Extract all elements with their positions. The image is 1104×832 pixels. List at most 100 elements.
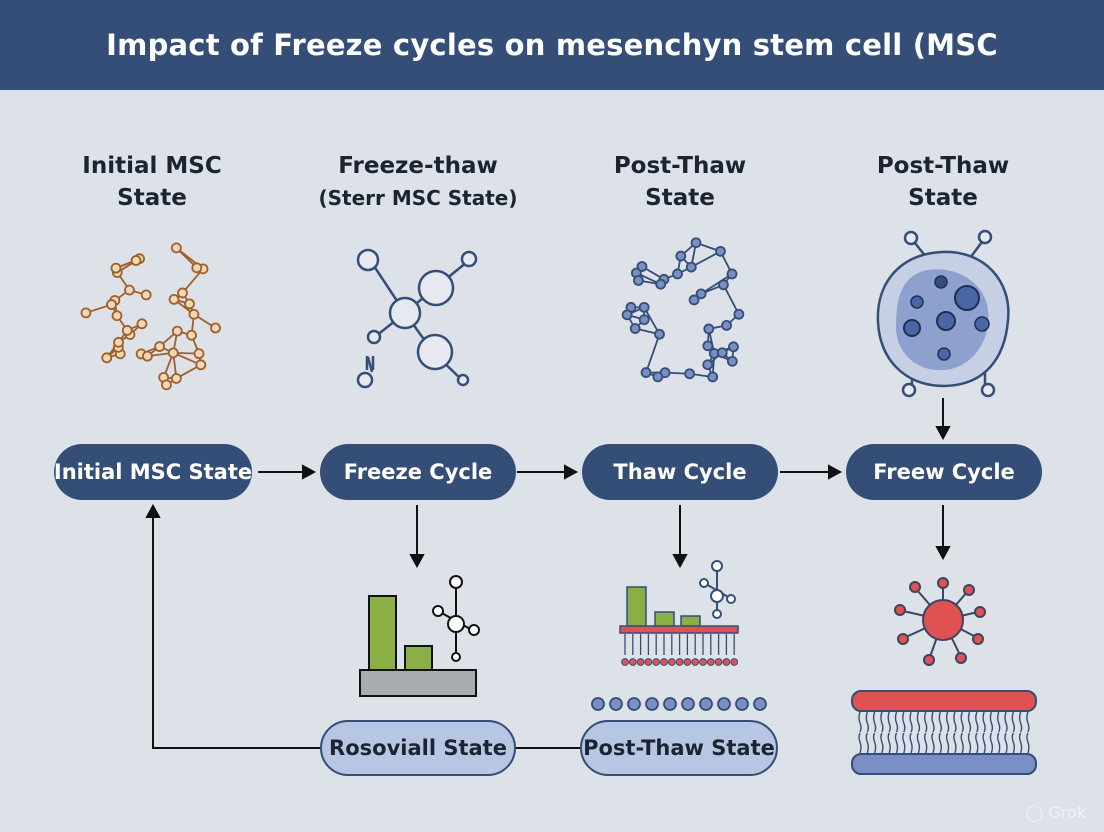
network-node (191, 262, 203, 274)
column-title-line: Initial MSC (82, 153, 222, 179)
column-title-line: State (645, 185, 715, 211)
column-subtitle: (Sterr MSC State) (318, 186, 518, 210)
network-node (170, 373, 182, 384)
column-title-line: State (117, 185, 187, 211)
damaged-cell-icon (894, 577, 986, 666)
network-node (136, 318, 148, 330)
network-node (121, 325, 133, 336)
freeze-thaw-molecule-icon (356, 248, 478, 389)
column-title-line: Post-Thaw (613, 153, 747, 179)
rosoviall-state-node[interactable]: Rosoviall State (320, 720, 516, 776)
network-node (638, 301, 650, 313)
network-node (140, 289, 152, 301)
column-title-line: Freeze-thaw (338, 153, 498, 179)
freew-cycle-node[interactable]: Freew Cycle (846, 444, 1042, 500)
network-node (130, 255, 142, 266)
cell-dot (753, 697, 767, 711)
cell-dot (591, 697, 605, 711)
network-node (142, 350, 153, 362)
network-node (733, 308, 745, 320)
network-node (110, 262, 122, 274)
network-node (111, 310, 123, 322)
network-node (161, 379, 172, 391)
cell-dot (663, 697, 677, 711)
column-title-initial: Initial MSC State (37, 150, 267, 214)
network-node (154, 341, 165, 352)
cell-dot (735, 697, 749, 711)
network-node (675, 250, 687, 262)
arrow-right-icon (564, 464, 579, 480)
network-node (707, 371, 719, 383)
network-node (672, 268, 683, 280)
network-node (186, 329, 197, 341)
arrow-down-icon (409, 554, 425, 569)
initial-msc-network-icon (80, 242, 221, 391)
network-node (113, 336, 124, 348)
network-node (124, 284, 135, 296)
arrow-right-icon (302, 464, 317, 480)
network-node (640, 367, 652, 378)
arrow-down-icon (672, 554, 688, 569)
network-node (171, 325, 183, 337)
column-title-line: Post-Thaw (876, 153, 1010, 179)
viability-bar-icon (359, 575, 480, 697)
network-node (629, 323, 641, 334)
network-node (633, 275, 644, 286)
network-node (728, 341, 739, 353)
watermark-text: Grok (1048, 803, 1086, 822)
network-node (684, 368, 696, 380)
arrow-down-icon (935, 546, 951, 561)
network-node (716, 347, 728, 359)
column-title-post-thaw: Post-Thaw State (565, 150, 795, 214)
network-node (106, 299, 117, 310)
network-node (715, 245, 726, 257)
membrane-bilayer-icon (851, 690, 1037, 775)
cell-dot (627, 697, 641, 711)
cell-dot (609, 697, 623, 711)
network-node (195, 359, 207, 371)
network-node (80, 307, 92, 319)
network-node (184, 298, 195, 310)
network-node (638, 314, 650, 326)
network-node (193, 348, 205, 360)
network-node (168, 293, 180, 305)
msc-cell-icon (876, 229, 1010, 398)
network-node (177, 287, 188, 299)
network-node (718, 279, 729, 291)
initial-msc-state-node[interactable]: Initial MSC State (54, 444, 252, 500)
network-node (726, 268, 738, 280)
network-node (210, 322, 221, 334)
network-node (652, 371, 664, 383)
flow-connectors (145, 398, 951, 749)
network-node (702, 340, 714, 352)
thaw-cycle-node[interactable]: Thaw Cycle (582, 444, 778, 500)
network-node (702, 359, 714, 371)
network-node (188, 308, 200, 320)
cell-dot (645, 697, 659, 711)
network-node (636, 261, 648, 272)
network-node (170, 242, 182, 254)
column-title-freeze-thaw: Freeze-thaw (Sterr MSC State) (303, 150, 533, 214)
network-node (101, 352, 113, 364)
arrow-down-icon (935, 426, 951, 441)
network-node (688, 294, 700, 306)
post-thaw-state-node[interactable]: Post-Thaw State (580, 720, 778, 776)
network-node (621, 309, 633, 321)
page-title: Impact of Freeze cycles on mesenchyn ste… (106, 28, 998, 62)
freeze-cycle-node[interactable]: Freeze Cycle (320, 444, 516, 500)
network-node (721, 319, 732, 331)
thaw-membrane-icon (619, 560, 739, 666)
network-node (654, 328, 665, 340)
network-node (685, 261, 697, 273)
cell-dot (681, 697, 695, 711)
header-banner: Impact of Freeze cycles on mesenchyn ste… (0, 0, 1104, 90)
cell-dots-row-icon (591, 697, 767, 711)
watermark-logo: ◯ Grok (1025, 803, 1086, 822)
arrow-right-icon (828, 464, 843, 480)
network-node (690, 237, 702, 249)
network-node (167, 347, 179, 359)
arrow-up-icon (145, 503, 161, 518)
column-title-line: State (908, 185, 978, 211)
column-title-post-thaw-2: Post-Thaw State (828, 150, 1058, 214)
